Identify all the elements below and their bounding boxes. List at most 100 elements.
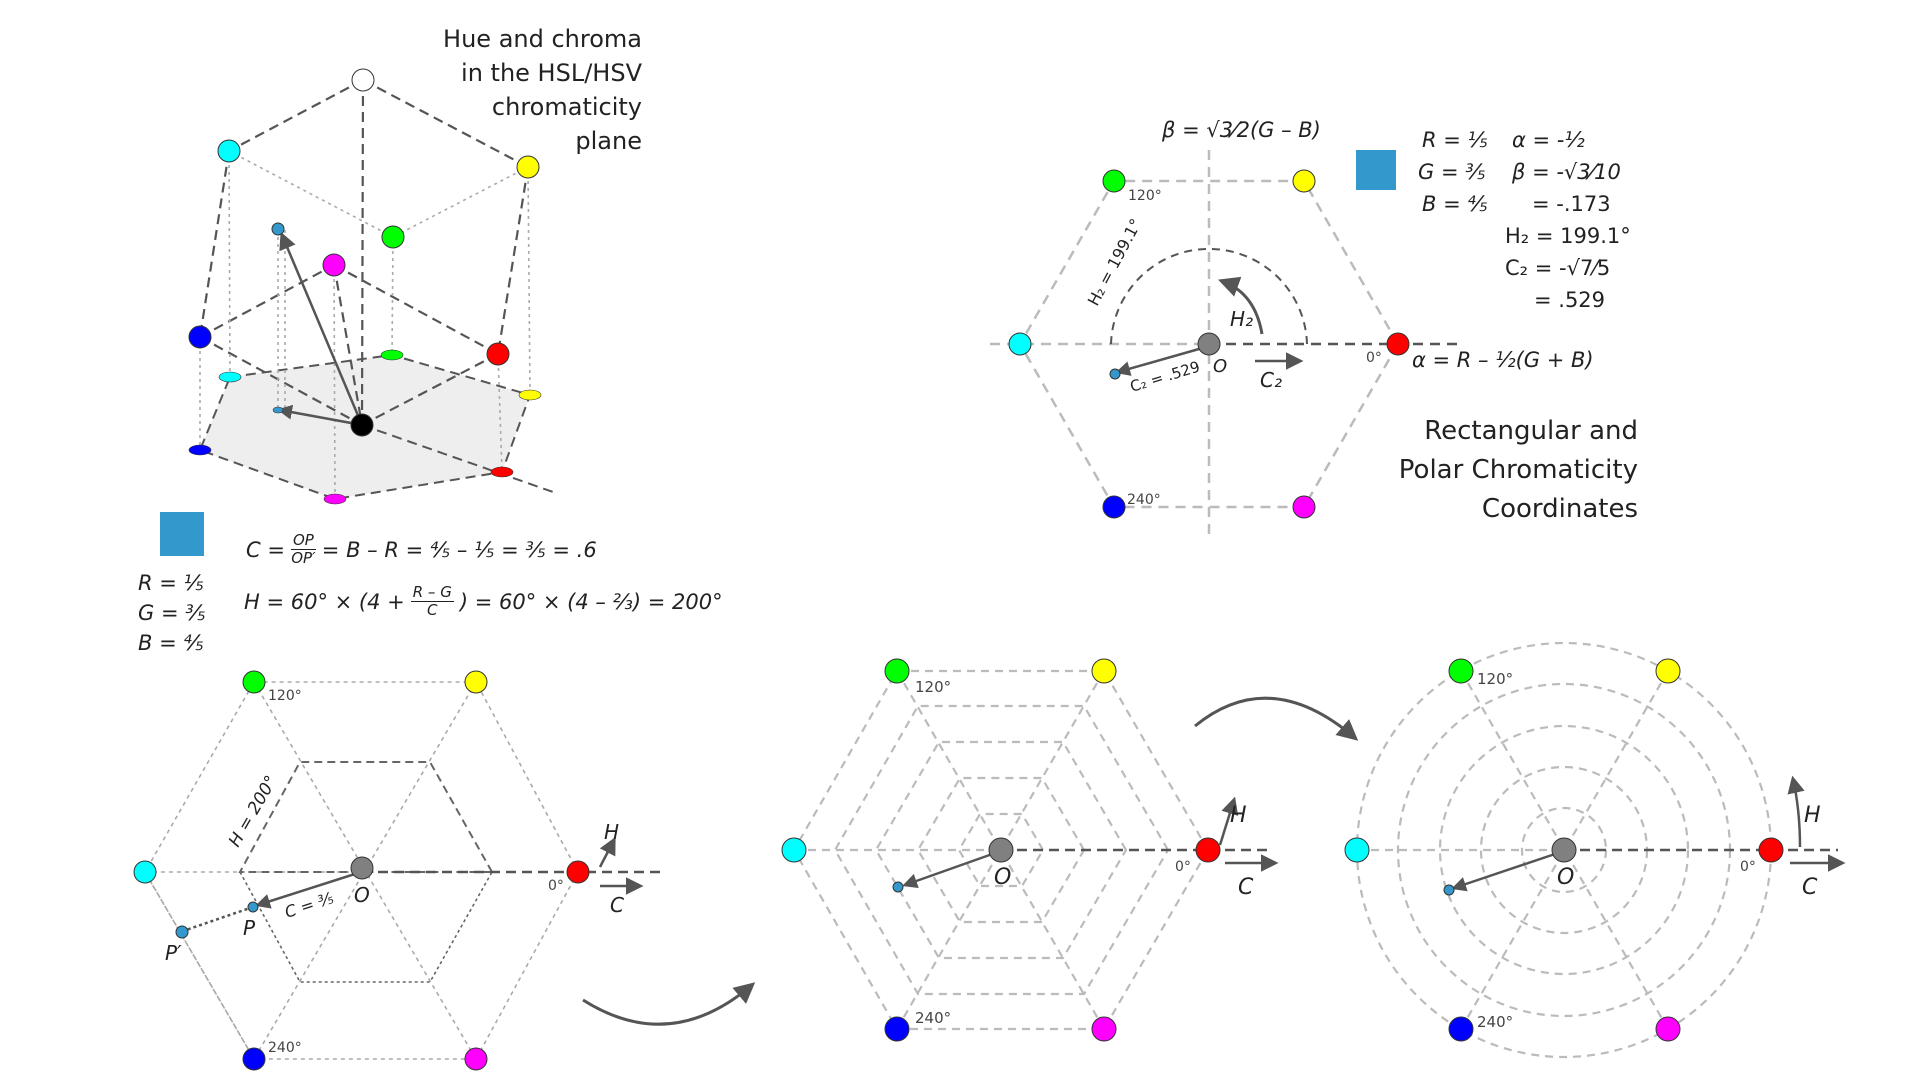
green-dot (242, 670, 266, 694)
polar-diagram (990, 150, 1460, 535)
projected-vector (277, 404, 363, 427)
red-dot (1195, 837, 1221, 863)
deg240-label-bl: 240° (268, 1040, 302, 1056)
cyan-dot (1008, 332, 1032, 356)
sample-point (271, 222, 285, 236)
c-label-br: C (1802, 875, 1818, 900)
blue-dot (1102, 495, 1126, 519)
origin-dot (1551, 837, 1577, 863)
deg120-label-bm: 120° (915, 678, 951, 696)
deg120-label-tr: 120° (1128, 188, 1162, 204)
r-value: R = ⅕ (138, 571, 204, 595)
cyan-dot (781, 837, 807, 863)
cube-diagram (188, 68, 557, 505)
yellow-dot (464, 670, 488, 694)
triangle-a (144, 681, 477, 1061)
deg120-label-br: 120° (1477, 670, 1513, 688)
black-vertex (350, 413, 374, 437)
chroma-vector (1115, 345, 1207, 376)
c2-value: C₂ = -√7⁄5 (1505, 256, 1611, 280)
origin-label-bl: O (354, 883, 370, 907)
formula-h-numerator: R – G (410, 583, 454, 602)
c-label-bl: C (610, 893, 624, 917)
yellow-projection (518, 389, 542, 401)
color-swatch (160, 512, 204, 556)
transition-arrow-1 (582, 982, 756, 1026)
red-vertex (486, 342, 510, 366)
green-dot (1102, 169, 1126, 193)
sample-point (892, 881, 904, 893)
polar-title-line: Polar Chromaticity (1398, 455, 1638, 485)
point-p-prime (175, 925, 189, 939)
h2-value: H₂ = 199.1° (1505, 224, 1631, 248)
formula-h-rest: ) = 60° × (4 – ⅔) = 200° (459, 589, 723, 614)
b-value: B = ⅘ (1422, 192, 1488, 216)
h-label-br: H (1804, 803, 1821, 828)
blue-projection (188, 444, 212, 456)
hue-formula: H = 60° × (4 + R – G C ) = 60° × (4 – ⅔)… (244, 584, 723, 619)
c-label-bm: C (1238, 875, 1254, 900)
green-dot (1448, 658, 1474, 684)
inner-hexagon-lower (239, 871, 493, 983)
chroma-label-tr: C₂ = .529 (1128, 358, 1202, 396)
cyan-vertex (217, 139, 241, 163)
red-dot (1386, 332, 1410, 356)
h-label-tr: H₂ (1230, 307, 1253, 331)
h-arrow (1218, 796, 1239, 846)
formula-c-lhs: C = (246, 537, 285, 562)
green-vertex (381, 225, 405, 249)
rgb-values: R = ⅕ G = ⅗ B = ⅘ (138, 568, 206, 658)
chroma-formula: C = OP OP′ = B – R = ⅘ – ⅕ = ⅗ = .6 (246, 532, 597, 567)
yellow-dot (1655, 658, 1681, 684)
cyan-dot (133, 860, 157, 884)
inner-hexagon-upper (238, 761, 494, 873)
magenta-dot (1655, 1016, 1681, 1042)
h-arrow (598, 836, 616, 868)
polar-title-line: Coordinates (1481, 494, 1638, 524)
sample-point (1443, 884, 1455, 896)
cube-edges (198, 79, 530, 426)
chroma-label-bl: C = ⅗ (282, 888, 336, 922)
magenta-vertex (322, 253, 346, 277)
origin-dot (350, 856, 374, 880)
hue-zero-axis (361, 424, 557, 494)
cube-title-line: chromaticity (491, 93, 642, 121)
deg0-label-br: 0° (1740, 859, 1756, 875)
magenta-projection (323, 493, 347, 505)
chroma-vector (255, 871, 359, 909)
circle-ring-3 (1438, 724, 1690, 976)
deg240-label-tr: 240° (1127, 492, 1161, 508)
beta-decimal: = -.173 (1532, 192, 1611, 216)
origin-label-tr: O (1213, 356, 1227, 377)
hexagon-ring-3 (874, 740, 1128, 960)
blue-dot (242, 1047, 266, 1071)
blue-dot (1448, 1016, 1474, 1042)
cyan-dot (1344, 837, 1370, 863)
beta-axis-label: β = √3⁄2(G – B) (1162, 118, 1321, 142)
hexagon-ring-4 (833, 704, 1170, 996)
red-dot (1758, 837, 1784, 863)
p-prime-label: P′ (165, 941, 182, 965)
hexagon-diagram-1 (133, 670, 660, 1071)
green-dot (884, 658, 910, 684)
green-projection (380, 349, 404, 361)
g-value: G = ⅗ (1418, 160, 1486, 184)
deg240-label-bm: 240° (915, 1009, 951, 1027)
formula-h-lhs: H = 60° × (4 + (244, 589, 405, 614)
c2-decimal: = .529 (1534, 288, 1606, 312)
cube-title-line: Hue and chroma (443, 25, 642, 53)
color-vector (279, 231, 364, 426)
deg120-label-bl: 120° (268, 688, 302, 704)
formula-c-numerator: OP (290, 531, 316, 550)
origin-dot (988, 837, 1014, 863)
polar-title: Rectangular and Polar Chromaticity Coord… (1399, 412, 1638, 529)
cube-title-line: in the HSL/HSV (461, 59, 642, 87)
hexagon-diagram-2 (781, 658, 1279, 1042)
formula-c-rest: = B – R = ⅘ – ⅕ = ⅗ = .6 (321, 537, 597, 562)
c-label-tr: C₂ (1260, 368, 1282, 392)
chroma-vector (902, 850, 999, 889)
color-swatch (1356, 150, 1396, 190)
red-projection (490, 466, 514, 478)
